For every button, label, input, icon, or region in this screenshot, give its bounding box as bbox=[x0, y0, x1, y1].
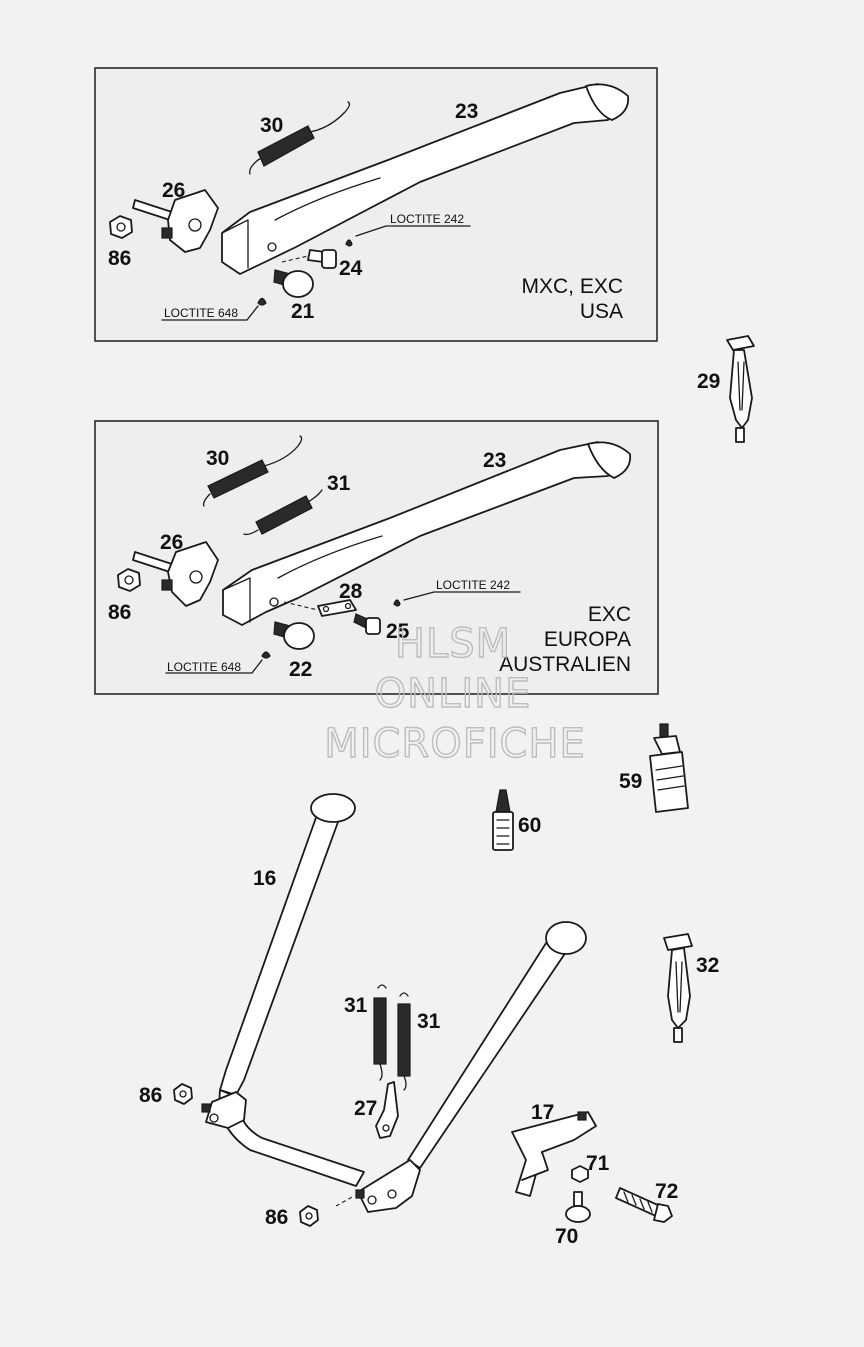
callout-86c: 86 bbox=[139, 1084, 162, 1107]
variant-label-line2: USA bbox=[580, 300, 623, 323]
callout-86b: 86 bbox=[108, 601, 131, 624]
stand-bracket-17: 17 bbox=[511, 1101, 597, 1197]
callout-21: 21 bbox=[291, 300, 315, 323]
callout-25: 25 bbox=[386, 620, 410, 643]
plate-28 bbox=[283, 599, 357, 617]
pivot-bolt-26b bbox=[132, 541, 219, 607]
spring-30b bbox=[202, 435, 303, 507]
variant-box-usa: 30 23 26 86 24 21 LOCTITE 242 LOCTITE 64… bbox=[94, 67, 658, 342]
callout-29: 29 bbox=[697, 370, 720, 393]
springs-31-pair: 31 31 bbox=[344, 984, 441, 1091]
bolt-24 bbox=[281, 239, 353, 269]
callout-71: 71 bbox=[586, 1152, 610, 1175]
bolt-25 bbox=[353, 599, 401, 635]
callout-16: 16 bbox=[253, 867, 276, 890]
variant-box-europa: 30 31 23 26 86 28 25 22 LOCTITE 242 LOCT… bbox=[94, 420, 659, 695]
side-stand-23b bbox=[222, 441, 632, 626]
callout-26: 26 bbox=[162, 179, 185, 202]
callout-23b: 23 bbox=[483, 449, 506, 472]
variant-label-b-line2: EUROPA bbox=[544, 628, 631, 651]
callout-86d: 86 bbox=[265, 1206, 288, 1229]
loctite-tube-59: 59 bbox=[619, 723, 689, 813]
special-tool-32: 32 bbox=[663, 933, 719, 1043]
callout-26b: 26 bbox=[160, 531, 183, 554]
callout-27: 27 bbox=[354, 1097, 377, 1120]
nut-71: 71 bbox=[571, 1152, 610, 1183]
side-stand-23 bbox=[221, 83, 630, 275]
callout-22: 22 bbox=[289, 658, 312, 681]
variant-label-line1: MXC, EXC bbox=[521, 275, 623, 298]
callout-30: 30 bbox=[260, 114, 283, 137]
callout-17: 17 bbox=[531, 1101, 554, 1124]
callout-31: 31 bbox=[327, 472, 351, 495]
bottle-60: 60 bbox=[492, 789, 541, 851]
watermark: HLSM ONLINE MICROFICHE bbox=[323, 620, 586, 767]
callout-31c: 31 bbox=[344, 994, 368, 1017]
bracket-27: 27 bbox=[354, 1081, 399, 1139]
callout-86: 86 bbox=[108, 247, 131, 270]
variant-label-b-line3: AUSTRALIEN bbox=[499, 653, 631, 676]
nut-86 bbox=[109, 215, 133, 239]
callout-24: 24 bbox=[339, 257, 363, 280]
bolt-72: 72 bbox=[615, 1180, 678, 1223]
callout-30b: 30 bbox=[206, 447, 229, 470]
nut-86d: 86 bbox=[265, 1205, 319, 1229]
watermark-line2: ONLINE bbox=[375, 671, 532, 717]
callout-31d: 31 bbox=[417, 1010, 441, 1033]
callout-72: 72 bbox=[655, 1180, 678, 1203]
callout-60: 60 bbox=[518, 814, 541, 837]
nut-86c: 86 bbox=[139, 1083, 193, 1107]
callout-32: 32 bbox=[696, 954, 719, 977]
end-knob-22 bbox=[261, 621, 315, 659]
end-knob-21 bbox=[257, 269, 314, 306]
callout-59: 59 bbox=[619, 770, 642, 793]
watermark-line3: MICROFICHE bbox=[324, 721, 586, 767]
watermark-line1: HLSM bbox=[395, 621, 511, 667]
pivot-bolt-26 bbox=[132, 189, 219, 253]
loctite-648-label-b: LOCTITE 648 bbox=[167, 660, 241, 674]
callout-23: 23 bbox=[455, 100, 478, 123]
nut-86b bbox=[117, 568, 141, 592]
loctite-648-label: LOCTITE 648 bbox=[164, 306, 238, 320]
loctite-242-label-b: LOCTITE 242 bbox=[436, 578, 510, 592]
loctite-242-label: LOCTITE 242 bbox=[390, 212, 464, 226]
spring-31 bbox=[243, 489, 323, 536]
center-stand-16: 16 bbox=[201, 793, 587, 1213]
special-tool-29: 29 bbox=[697, 335, 755, 443]
variant-label-b-line1: EXC bbox=[588, 603, 631, 626]
callout-28: 28 bbox=[339, 580, 363, 603]
spring-30 bbox=[249, 101, 351, 175]
stopper-70: 70 bbox=[555, 1191, 591, 1248]
callout-70: 70 bbox=[555, 1225, 578, 1248]
